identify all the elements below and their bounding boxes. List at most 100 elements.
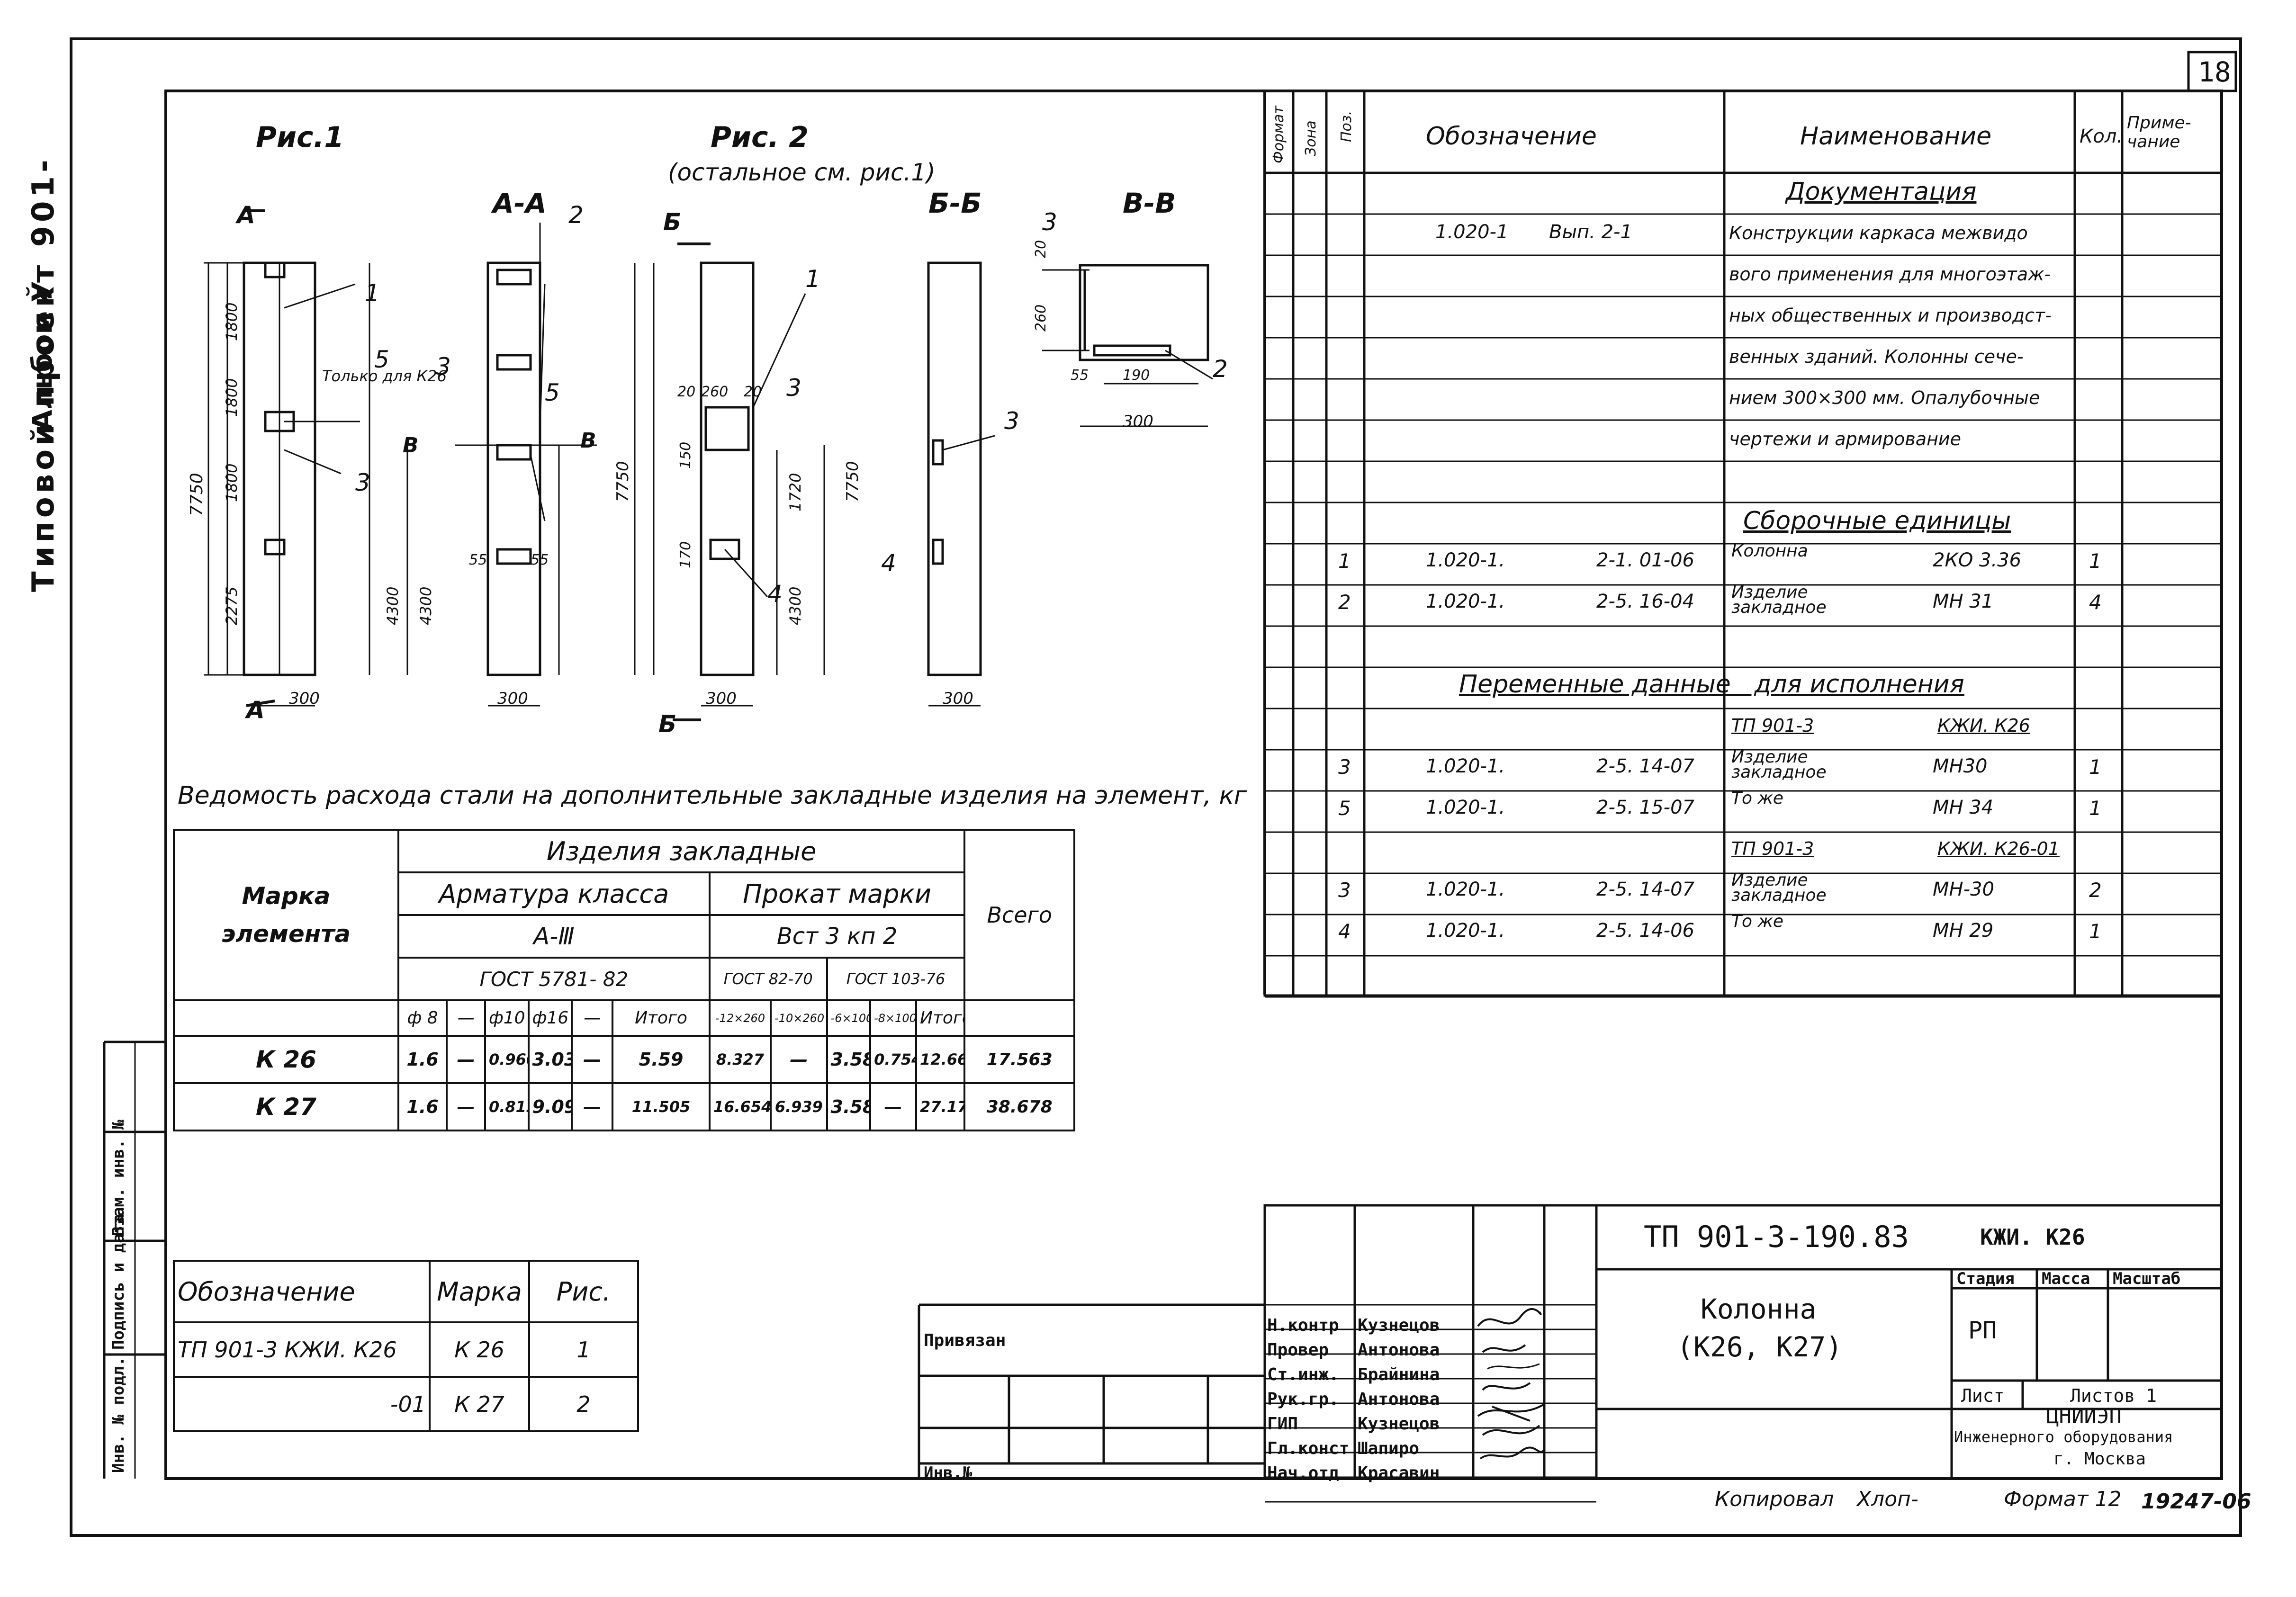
steel-col-head: Итого bbox=[915, 999, 966, 1037]
role-person: Шапиро bbox=[1358, 1439, 1420, 1458]
steel-row-value: 12.66 bbox=[915, 1035, 966, 1084]
dim-300-fig1: 300 bbox=[289, 689, 320, 708]
spec-row-code: 1.020-1. bbox=[1426, 879, 1505, 900]
handwritten-signatures bbox=[1477, 1308, 1545, 1460]
spec-row-mark: МН-30 bbox=[1933, 879, 1994, 900]
role-label: Гл.конст bbox=[1267, 1439, 1350, 1458]
spec-row-name: Колонна bbox=[1731, 541, 1808, 561]
steel-row-value: 0.960 bbox=[484, 1035, 530, 1084]
spec-row-code: 1.020-1. bbox=[1426, 591, 1505, 612]
steel-head-rebar: Арматура класса bbox=[397, 871, 711, 916]
variant-row-mark: К 27 bbox=[429, 1376, 530, 1432]
callout-2b: 2 bbox=[1213, 355, 1228, 383]
steel-row-total: 38.678 bbox=[963, 1082, 1075, 1131]
spec-row-pos: 2 bbox=[1338, 591, 1351, 614]
steel-head-total: Всего bbox=[963, 829, 1075, 1001]
spec-head-pos: Поз. bbox=[1338, 110, 1355, 142]
cut-mark-v-left: В bbox=[403, 433, 419, 458]
table-row: К 271.6—0.8159.09—11.50516.6546.9393.58—… bbox=[173, 1082, 1075, 1131]
steel-row-value: 3.03 bbox=[527, 1035, 573, 1084]
stamp-replaced-inv: Взам. инв. № bbox=[109, 1120, 128, 1236]
dim-55-aa-right: 55 bbox=[531, 552, 549, 568]
spec-doc-issue: Вып. 2-1 bbox=[1549, 221, 1632, 243]
steel-gost-rolled2: ГОСТ 103-76 bbox=[826, 957, 966, 1001]
steel-row-value: 1.6 bbox=[397, 1082, 448, 1131]
dim-150-fig2: 150 bbox=[677, 441, 694, 469]
spec-row-code: 1.020-1. bbox=[1426, 920, 1505, 942]
steel-head-items: Изделия закладные bbox=[397, 829, 966, 873]
title-sheet-label: Лист bbox=[1961, 1385, 2005, 1406]
footer-copied: Копировал bbox=[1715, 1487, 1834, 1511]
variant-row-doc: -01 bbox=[173, 1376, 431, 1432]
spec-row-mark: МН30 bbox=[1933, 755, 1988, 777]
role-label: Рук.гр. bbox=[1267, 1390, 1339, 1409]
spec-var1-doc: ТП 901-3 bbox=[1731, 715, 1814, 736]
spec-section-units: Сборочные единицы bbox=[1743, 507, 2011, 535]
steel-col-head: -12×260 bbox=[708, 999, 772, 1037]
spec-row-name: Изделие закладное bbox=[1731, 747, 1827, 782]
spec-doc-text-line: чертежи и армирование bbox=[1729, 429, 1961, 449]
spec-row-pos: 3 bbox=[1338, 879, 1351, 902]
title-org-2: Инженерного оборудования bbox=[1954, 1428, 2173, 1446]
spec-row-sheet: 2-5. 16-04 bbox=[1596, 591, 1694, 612]
steel-table-caption: Ведомость расхода стали на дополнительны… bbox=[178, 781, 1247, 810]
dim-260-fig2: 260 bbox=[701, 384, 729, 400]
title-scale-head: Масштаб bbox=[2113, 1269, 2181, 1288]
spec-var2-doc: ТП 901-3 bbox=[1731, 838, 1814, 859]
role-label: ГИП bbox=[1267, 1414, 1298, 1434]
role-person: Красавин bbox=[1358, 1463, 1440, 1483]
callout-1: 1 bbox=[365, 279, 380, 307]
variant-row-fig: 1 bbox=[528, 1321, 639, 1378]
role-person: Антонова bbox=[1358, 1390, 1440, 1409]
dim-300-fig2: 300 bbox=[706, 689, 737, 708]
dim-4300-aa: 4300 bbox=[417, 586, 435, 625]
spec-row-mark: МН 31 bbox=[1933, 591, 1994, 612]
spec-row-qty: 2 bbox=[2089, 879, 2102, 902]
steel-col-head: ф10 bbox=[484, 999, 530, 1037]
steel-col-head: ф16 bbox=[527, 999, 573, 1037]
steel-col-head: Итого bbox=[612, 999, 711, 1037]
title-stage: РП bbox=[1968, 1317, 1997, 1344]
steel-col-head: ф 8 bbox=[397, 999, 448, 1037]
dim-20-vv: 20 bbox=[1033, 240, 1049, 258]
title-name-1: Колонна bbox=[1701, 1293, 1817, 1325]
sheet-number: 18 bbox=[2198, 56, 2231, 88]
dim-20-fig2-left: 20 bbox=[677, 384, 696, 400]
callout-3e: 3 bbox=[1042, 208, 1057, 236]
role-label: Ст.инж. bbox=[1267, 1365, 1339, 1384]
role-label: Н.контр bbox=[1267, 1316, 1339, 1335]
spec-row-pos: 5 bbox=[1338, 797, 1351, 820]
table-row: К 261.6—0.9603.03—5.598.327—3.580.75412.… bbox=[173, 1035, 1075, 1084]
footer-number: 19247-06 bbox=[2141, 1489, 2251, 1514]
note-only-k26: Только для К26 bbox=[322, 367, 447, 385]
spec-row-sheet: 2-1. 01-06 bbox=[1596, 549, 1694, 571]
title-mark: КЖИ. К26 bbox=[1980, 1224, 2085, 1250]
steel-row-value: — bbox=[446, 1082, 486, 1131]
footer-copier: Хлоп- bbox=[1857, 1487, 1918, 1511]
spec-row-sheet: 2-5. 14-07 bbox=[1596, 879, 1694, 900]
callout-3d: 3 bbox=[1004, 407, 1019, 435]
spec-head-note: Приме- чание bbox=[2127, 113, 2191, 152]
spec-head-qty: Кол. bbox=[2080, 126, 2123, 147]
spec-row-qty: 1 bbox=[2089, 755, 2102, 779]
title-org-1: ЦНИИЭП bbox=[2046, 1404, 2122, 1428]
steel-row-value: — bbox=[446, 1035, 486, 1084]
dim-55-vv: 55 bbox=[1071, 367, 1089, 384]
dim-4300-fig2: 4300 bbox=[786, 586, 804, 625]
spec-row-code: 1.020-1. bbox=[1426, 549, 1505, 571]
steel-row-mark: К 27 bbox=[173, 1082, 399, 1131]
dim-4300-fig1: 4300 bbox=[384, 586, 402, 625]
dim-1800-a: 1800 bbox=[223, 302, 241, 341]
variant-row-fig: 2 bbox=[528, 1376, 639, 1432]
callout-4b: 4 bbox=[881, 549, 896, 577]
dim-1720: 1720 bbox=[786, 473, 804, 511]
steel-row-value: — bbox=[571, 1035, 614, 1084]
spec-row-sheet: 2-5. 15-07 bbox=[1596, 797, 1694, 818]
side-title-album: Альбом Ў bbox=[26, 281, 58, 431]
spec-doc-text-line: Конструкции каркаса межвидо bbox=[1729, 223, 2028, 243]
variant-row-doc: ТП 901-3 КЖИ. К26 bbox=[173, 1321, 431, 1378]
variant-head-mark: Марка bbox=[429, 1260, 530, 1323]
variant-table: Обозначение Марка Рис. ТП 901-3 КЖИ. К26… bbox=[173, 1260, 639, 1432]
spec-row-qty: 1 bbox=[2089, 797, 2102, 820]
